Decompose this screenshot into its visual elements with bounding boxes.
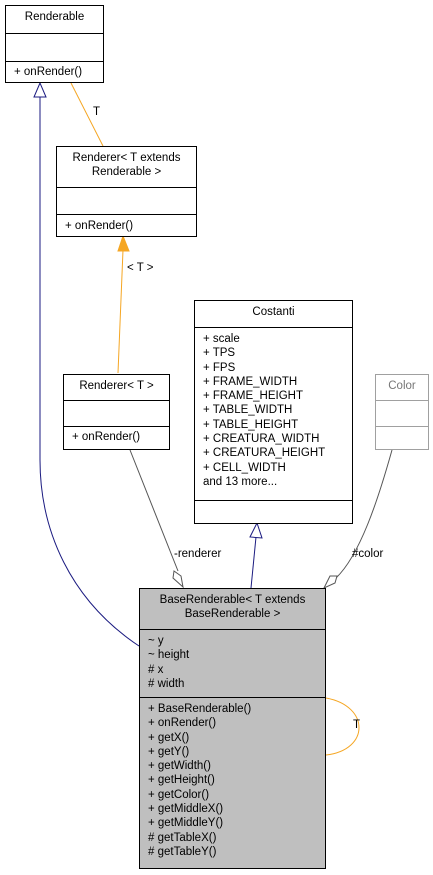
class-renderer-generic[interactable]: Renderer< T extends Renderable > + onRen… [56, 146, 197, 237]
method: + onRender() [14, 66, 83, 78]
class-title: Color [388, 380, 416, 392]
aggregation-diamond-renderer [172, 570, 184, 589]
class-title: Renderable [24, 11, 85, 23]
method: + BaseRenderable() [148, 703, 252, 715]
aggregation-diamond-color [322, 575, 338, 590]
attribute: + FPS [203, 361, 236, 374]
self-template-loop [325, 697, 360, 756]
attribute: + FRAME_WIDTH [203, 375, 298, 388]
method: + getColor() [148, 788, 210, 801]
method: + getY() [148, 745, 190, 758]
attribute: + TPS [203, 347, 236, 360]
edge-label-renderer-member: -renderer [174, 548, 222, 560]
template-edge-renderable [70, 82, 104, 147]
class-title-line2: Renderable > [91, 166, 162, 178]
class-costanti[interactable]: Costanti + scale + TPS + FPS + FRAME_WID… [194, 300, 353, 524]
more-attributes-link[interactable]: and 13 more... [203, 475, 278, 488]
attribute: + CREATURA_HEIGHT [203, 447, 326, 460]
association-edge-color [335, 449, 393, 579]
method: + getMiddleX() [148, 803, 224, 816]
template-binding-arrowhead [117, 234, 130, 252]
association-edge-renderer [129, 449, 179, 572]
class-renderable[interactable]: Renderable + onRender() [5, 5, 104, 83]
class-renderer-t[interactable]: Renderer< T > + onRender() [63, 374, 170, 450]
edge-label-self-template: T [353, 719, 361, 731]
attribute: ~ height [148, 649, 190, 662]
class-title-line1: Renderer< T extends [72, 152, 181, 164]
method: + onRender() [65, 220, 134, 232]
attribute: # width [148, 677, 185, 690]
attribute: + CREATURA_WIDTH [203, 433, 320, 446]
edge-label-template-arg: T [93, 106, 101, 118]
method: + getX() [148, 731, 190, 744]
method: + getHeight() [148, 774, 215, 787]
class-title-line2: BaseRenderable > [184, 608, 281, 620]
class-title: Costanti [252, 306, 295, 318]
method: # getTableX() [148, 831, 217, 844]
attribute: + TABLE_HEIGHT [203, 418, 299, 431]
class-title-line1: BaseRenderable< T extends [159, 594, 306, 606]
class-color[interactable]: Color [375, 374, 429, 450]
method: + onRender() [72, 431, 141, 443]
attribute: + scale [203, 333, 240, 345]
attribute: + TABLE_WIDTH [203, 404, 293, 417]
method: + getMiddleY() [148, 817, 224, 830]
attribute: + FRAME_HEIGHT [203, 390, 304, 403]
class-title: Renderer< T > [79, 380, 154, 392]
class-base-renderable[interactable]: BaseRenderable< T extends BaseRenderable… [139, 588, 326, 869]
attribute: # x [148, 663, 164, 676]
attribute: ~ y [148, 635, 164, 647]
method: + onRender() [148, 717, 217, 730]
edge-label-template-binding: < T > [127, 262, 154, 274]
method: # getTableY() [148, 845, 217, 858]
inheritance-arrowhead-costanti [249, 521, 263, 539]
edge-label-color-member: #color [352, 548, 384, 560]
template-binding-edge [117, 249, 124, 374]
inheritance-edge-renderable [39, 96, 140, 647]
attribute: + CELL_WIDTH [203, 461, 286, 474]
inheritance-arrowhead-renderable [33, 81, 47, 98]
inheritance-edge-costanti [250, 536, 257, 589]
method: + getWidth() [148, 760, 211, 773]
